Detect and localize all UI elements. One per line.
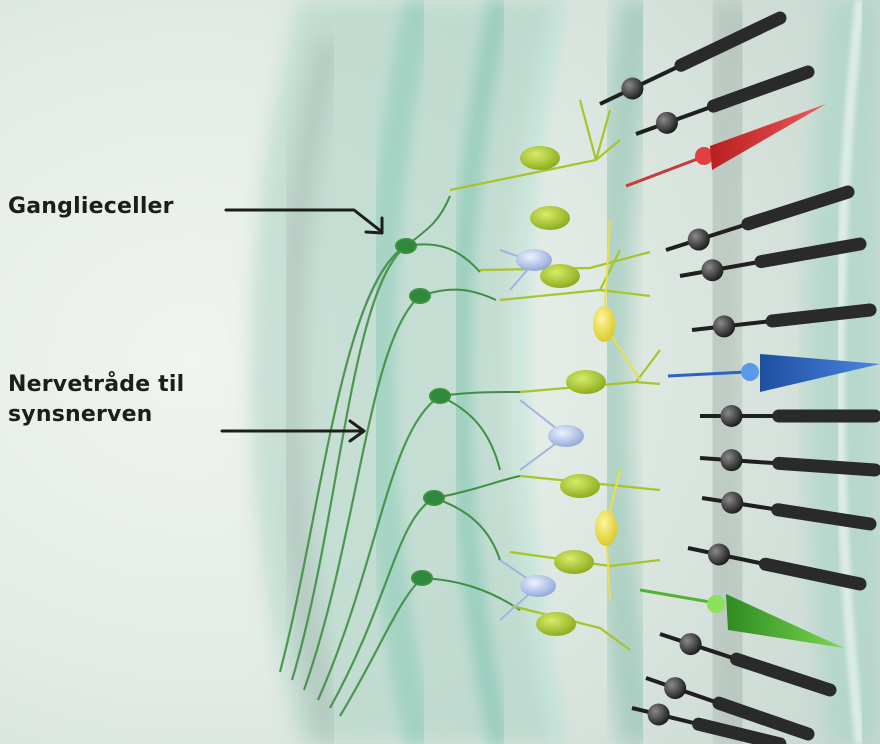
label-nerve-line-2: synsnerven: [8, 400, 184, 430]
label-nerve-fibers: Nervetråde til synsnerven: [8, 370, 184, 430]
label-nerve-line-1: Nervetråde til: [8, 370, 184, 400]
label-ganglion-cells: Ganglieceller: [8, 192, 174, 222]
